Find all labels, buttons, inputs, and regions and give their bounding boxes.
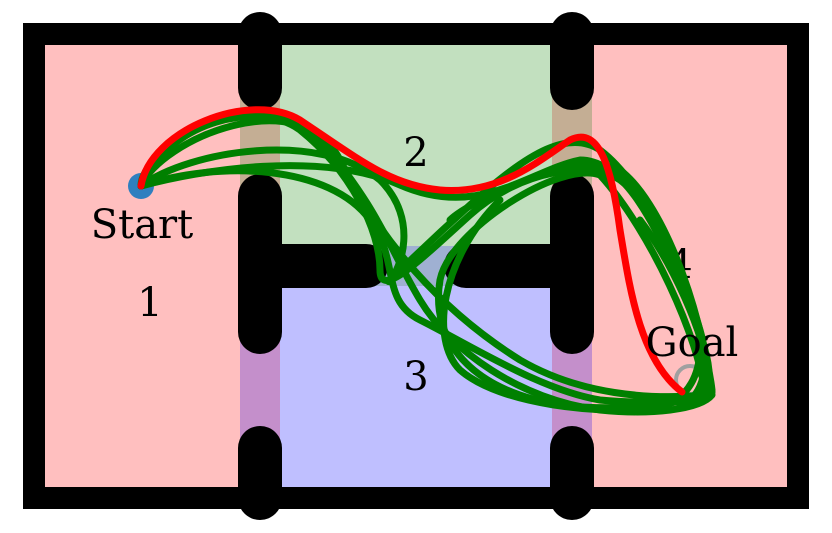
- room-3-area: [260, 266, 572, 498]
- room-1-label: 1: [137, 280, 162, 326]
- start-label: Start: [91, 202, 194, 248]
- walls: [23, 12, 809, 520]
- trajectory-path: [137, 167, 716, 406]
- goal-label: Goal: [646, 320, 739, 366]
- room-2-label: 2: [403, 130, 428, 176]
- room-1-area: [34, 34, 260, 498]
- trajectories: [137, 106, 716, 416]
- outer-wall: [23, 23, 809, 509]
- trajectory-path-highlighted: [137, 106, 686, 396]
- room-3-label: 3: [403, 354, 428, 400]
- room-4-area: [572, 34, 798, 498]
- door-1-3: [240, 338, 280, 442]
